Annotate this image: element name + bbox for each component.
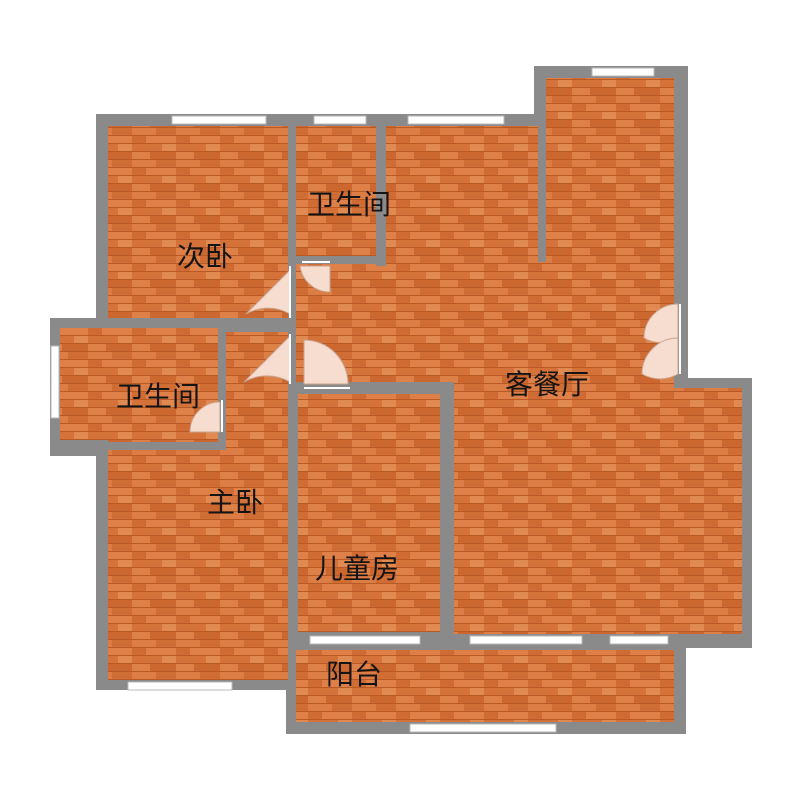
floor-balcony [296,650,674,722]
door-bathroom-left [189,401,221,433]
wall-bath-bottom [288,256,386,264]
window-bay-top [591,67,655,77]
floor-living-lower [454,384,742,636]
door-frames [221,261,681,432]
label-bathroom-left: 卫生间 [116,380,200,413]
wall-living-right [674,74,684,386]
floor-second-bedroom [108,126,288,320]
wall-bed2-bath [288,120,296,332]
wall-kids-top [288,384,448,394]
window-second-bedroom [171,115,267,125]
wall-bed2-bottom [96,318,292,326]
floor-kids-room [298,394,440,632]
wall-bath-living [376,120,386,266]
label-second-bedroom: 次卧 [177,240,233,273]
wall-master-right [288,330,296,680]
wall-bath-left-bottom [50,442,226,450]
label-living-dining: 客餐厅 [505,368,589,401]
floor-bathroom-top [296,126,376,256]
doors [189,265,679,433]
floor-living-upper [386,126,538,266]
window-kids-bottom [309,635,421,645]
room-labels: 次卧 卫生间 客餐厅 卫生间 主卧 儿童房 阳台 [116,188,589,691]
floor-living-join [454,266,674,386]
window-living-bottom-2 [609,635,669,645]
wall-living-step [674,378,750,388]
window-living-top [407,115,505,125]
wall-bay-left [538,70,546,204]
label-balcony: 阳台 [326,658,382,691]
window-bathroom-left [50,345,60,419]
label-bathroom-top: 卫生间 [307,188,391,221]
label-kids-room: 儿童房 [315,552,399,585]
label-master-bedroom: 主卧 [207,486,263,519]
wall-kids-right [440,384,450,640]
door-bathroom-top [299,265,331,293]
window-bathroom-top [313,115,367,125]
wall-bath-left-right [218,320,226,450]
door-living-lower [641,337,679,380]
door-kids-room [303,339,349,385]
windows [50,67,669,733]
window-living-bottom-1 [469,635,583,645]
window-balcony-bottom [409,723,557,733]
window-master-bottom [127,681,233,691]
